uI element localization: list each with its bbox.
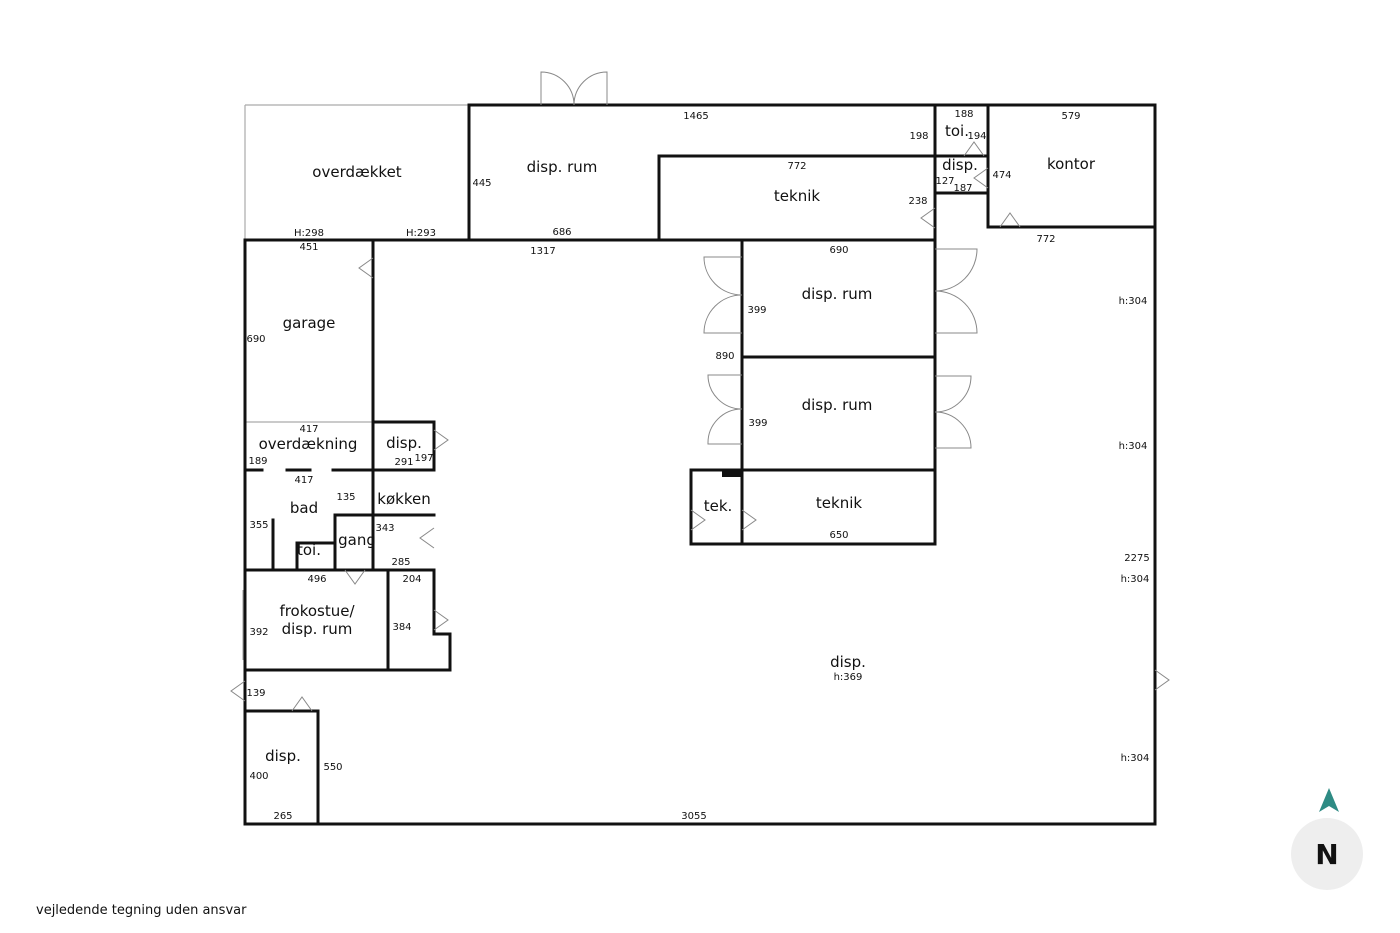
room-garage: garage <box>283 314 336 332</box>
dimension: H:298 <box>294 228 324 239</box>
dimension: 417 <box>299 424 318 435</box>
dimension: 400 <box>249 771 268 782</box>
dimension: 238 <box>908 196 927 207</box>
dimension: 194 <box>967 131 986 142</box>
room-disp-top: disp. <box>942 156 978 174</box>
dimension: 139 <box>246 688 265 699</box>
room-disp-rum-2: disp. rum <box>802 396 873 414</box>
walls <box>243 103 1157 826</box>
room-overdaekket: overdækket <box>312 163 402 181</box>
room-koekken: køkken <box>377 490 430 508</box>
room-disp-main: disp. <box>830 653 866 671</box>
room-disp-main-height: h:369 <box>834 672 863 683</box>
dimension: 291 <box>394 457 413 468</box>
dimension: 3055 <box>681 811 706 822</box>
dimension: 890 <box>715 351 734 362</box>
dimension: 690 <box>829 245 848 256</box>
room-overdaekning: overdækning <box>259 435 358 453</box>
dimension-labels: 1465 198 188 194 579 445 772 238 474 127… <box>246 109 1149 822</box>
dimension: 399 <box>747 305 766 316</box>
dimension: 355 <box>249 520 268 531</box>
dimension: 127 <box>935 176 954 187</box>
room-labels: overdækket disp. rum teknik toi. disp. k… <box>259 122 1096 765</box>
dimension: 197 <box>414 453 433 464</box>
room-frokostue-disp: disp. rum <box>282 620 353 638</box>
dimension: 392 <box>249 627 268 638</box>
dimension: h:304 <box>1119 441 1148 452</box>
compass-circle <box>1291 818 1363 890</box>
dimension: 189 <box>248 456 267 467</box>
room-disp-rum-1: disp. rum <box>802 285 873 303</box>
dimension: h:304 <box>1121 753 1150 764</box>
dimension: h:304 <box>1119 296 1148 307</box>
disclaimer-text: vejledende tegning uden ansvar <box>36 903 247 918</box>
dimension: 135 <box>336 492 355 503</box>
dimension: 686 <box>552 227 571 238</box>
room-teknik-top: teknik <box>774 187 820 205</box>
dimension: 343 <box>375 523 394 534</box>
room-frokostue: frokostue/ <box>279 602 355 620</box>
dimension: 417 <box>294 475 313 486</box>
dimension: 550 <box>323 762 342 773</box>
dimension: 772 <box>787 161 806 172</box>
dimension: 187 <box>953 183 972 194</box>
dimension: 1317 <box>530 246 555 257</box>
dimension: 285 <box>391 557 410 568</box>
room-tek: tek. <box>704 497 733 515</box>
dimension: 451 <box>299 242 318 253</box>
north-arrow-icon <box>1319 788 1339 812</box>
room-disp-rum-top: disp. rum <box>527 158 598 176</box>
dimension: 399 <box>748 418 767 429</box>
room-bad: bad <box>290 499 318 517</box>
dimension: 188 <box>954 109 973 120</box>
dimension: 772 <box>1036 234 1055 245</box>
dimension: 690 <box>246 334 265 345</box>
dimension: 496 <box>307 574 326 585</box>
dimension: 265 <box>273 811 292 822</box>
room-toi-top: toi. <box>945 122 969 140</box>
dimension: 474 <box>992 170 1011 181</box>
room-gang: gang <box>338 531 376 549</box>
compass-label: N <box>1315 838 1338 871</box>
dimension: h:304 <box>1121 574 1150 585</box>
dimension: 579 <box>1061 111 1080 122</box>
dimension: 384 <box>392 622 411 633</box>
dimension: H:293 <box>406 228 436 239</box>
room-toi-small: toi. <box>297 541 321 559</box>
room-disp-bottom: disp. <box>265 747 301 765</box>
room-kontor: kontor <box>1047 155 1096 173</box>
dimension: 445 <box>472 178 491 189</box>
room-disp-small: disp. <box>386 434 422 452</box>
dimension: 198 <box>909 131 928 142</box>
thin-lines <box>242 104 1156 800</box>
room-teknik-mid: teknik <box>816 494 862 512</box>
dimension: 2275 <box>1124 553 1149 564</box>
dimension: 650 <box>829 530 848 541</box>
compass: N <box>1291 788 1363 890</box>
dimension: 1465 <box>683 111 708 122</box>
dimension: 204 <box>402 574 421 585</box>
doors <box>230 71 1170 712</box>
